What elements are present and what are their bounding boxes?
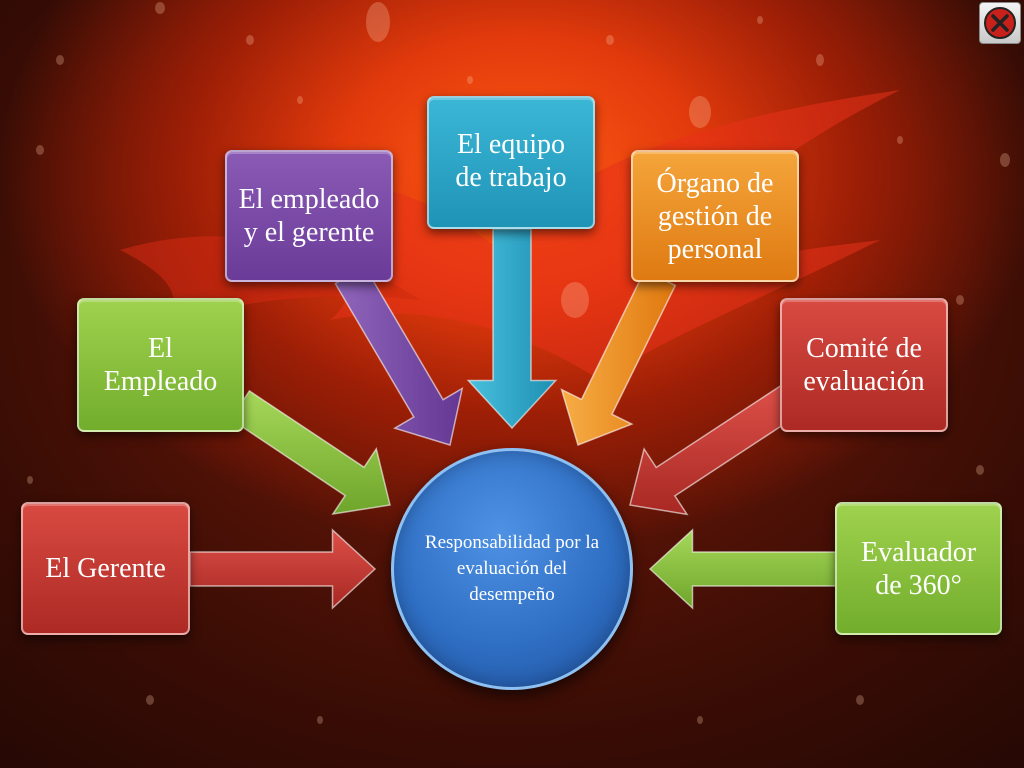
- arrow-organo-gestion: [560, 269, 677, 446]
- node-comite-evaluacion: Comité de evaluación: [780, 298, 948, 432]
- node-label: El empleado y el gerente: [238, 184, 380, 248]
- node-label: Órgano de gestión de personal: [656, 167, 774, 265]
- node-label: Comité de evaluación: [803, 333, 925, 397]
- center-circle: Responsabilidad por la evaluación del de…: [391, 448, 633, 690]
- center-label: Responsabilidad por la evaluación del de…: [424, 532, 600, 605]
- arrow-empleado-gerente: [334, 265, 464, 446]
- node-el-empleado: El Empleado: [77, 298, 244, 432]
- arrow-el-empleado: [229, 389, 391, 516]
- node-label: El equipo de trabajo: [455, 129, 567, 193]
- arrow-comite-evaluacion: [629, 384, 801, 516]
- arrow-evaluador-360: [648, 528, 839, 610]
- arrow-el-gerente: [189, 528, 377, 610]
- node-empleado-gerente: El empleado y el gerente: [225, 150, 393, 282]
- close-button[interactable]: [979, 2, 1021, 44]
- node-equipo-trabajo: El equipo de trabajo: [427, 96, 595, 229]
- arrow-equipo-trabajo: [466, 228, 558, 430]
- node-el-gerente: El Gerente: [21, 502, 190, 635]
- node-label: Evaluador de 360°: [860, 536, 977, 601]
- node-evaluador-360: Evaluador de 360°: [835, 502, 1002, 635]
- close-x-icon: [984, 7, 1016, 39]
- node-organo-gestion: Órgano de gestión de personal: [631, 150, 799, 282]
- node-label: El Gerente: [45, 553, 166, 584]
- node-label: El Empleado: [103, 333, 218, 397]
